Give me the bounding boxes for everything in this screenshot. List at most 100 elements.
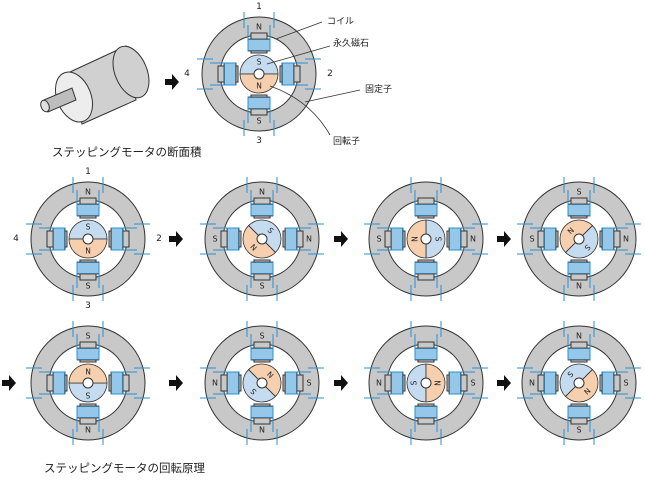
pole-letter-top: N <box>256 23 262 32</box>
coil-body <box>250 347 274 361</box>
rotor-letter-s: S <box>266 226 276 236</box>
pole-letter-top: N <box>576 332 582 341</box>
rotor-shaft <box>573 377 585 389</box>
coil-body <box>76 405 100 419</box>
coil-body <box>247 38 271 52</box>
pole-letter-right: S <box>470 379 475 388</box>
stator-pole-right <box>446 223 488 255</box>
coil-body <box>250 405 274 419</box>
coil-body <box>284 371 298 395</box>
pole-number-2: 2 <box>156 234 162 244</box>
pole-letter-top: S <box>259 332 264 341</box>
pole-letter-bottom: N <box>85 426 91 435</box>
stator-pole-bottom <box>246 403 278 445</box>
pole-number-1: 1 <box>85 167 91 177</box>
stator-pole-top <box>246 321 278 363</box>
rotor-shaft <box>573 233 585 245</box>
coil-body <box>543 371 557 395</box>
pole-letter-right: N <box>623 235 629 244</box>
stator-pole-top <box>72 177 104 219</box>
rotor-letter-s: S <box>248 386 258 396</box>
rotor-south-half <box>239 54 279 75</box>
pole-number-4: 4 <box>13 234 19 244</box>
coil-body <box>567 347 591 361</box>
rotor-letter-n: N <box>265 369 275 379</box>
rotor-shaft <box>420 233 432 245</box>
stator-pole-left <box>26 367 68 399</box>
rotor-north-half <box>425 363 446 403</box>
rotation-principle-caption: ステッピングモータの回転原理 <box>44 461 205 475</box>
coil-body <box>110 227 124 251</box>
pole-letter-left: S <box>212 235 217 244</box>
coil-body <box>414 405 438 419</box>
coil-body <box>567 203 591 217</box>
rotor: SN <box>406 219 446 259</box>
stator-pole-top <box>563 177 595 219</box>
rotor-north-half <box>68 363 108 384</box>
coil-body <box>414 261 438 275</box>
pole-letter-top: N <box>85 188 91 197</box>
coil-body <box>226 371 240 395</box>
step-arrow <box>169 375 183 391</box>
rotor-letter-n: N <box>85 367 91 376</box>
coil-body <box>76 203 100 217</box>
stator-pole-right <box>282 223 324 255</box>
pole-number-3: 3 <box>256 136 262 146</box>
coil-body <box>567 261 591 275</box>
pole-number-1: 1 <box>256 2 262 12</box>
stator-pole-left <box>200 367 242 399</box>
rotor-letter-n: N <box>582 386 592 396</box>
rotor-letter-s: S <box>566 369 576 379</box>
pole-letter-right: S <box>306 379 311 388</box>
label-permanent-magnet: 永久磁石 <box>333 37 369 49</box>
coil-body <box>281 62 295 86</box>
pole-letter-left: N <box>376 379 382 388</box>
coil-body <box>76 347 100 361</box>
rotor-letter-s: S <box>86 223 91 232</box>
stator-pole-right <box>108 367 150 399</box>
stator-pole-right <box>108 223 150 255</box>
step-arrow <box>2 375 16 391</box>
leader-coil <box>275 21 323 40</box>
rotor: SN <box>239 54 279 94</box>
rotor-shaft <box>82 377 94 389</box>
coil-body <box>284 227 298 251</box>
coil-body <box>390 371 404 395</box>
stator-pole-right <box>446 367 488 399</box>
rotor-letter-n: N <box>248 242 258 252</box>
main-arrow <box>165 74 179 90</box>
rotor-letter-s: S <box>85 391 90 400</box>
stator-pole-top <box>243 12 275 54</box>
rotor-north-half <box>406 219 427 259</box>
stator-pole-left <box>364 223 406 255</box>
coil-body <box>601 227 615 251</box>
stator-pole-top <box>410 177 442 219</box>
rotor: SN <box>68 219 108 259</box>
pole-letter-left: S <box>529 235 534 244</box>
leader-stator <box>304 89 361 103</box>
stator-pole-bottom <box>243 94 275 136</box>
coil-body <box>52 227 66 251</box>
rotor-south-half <box>68 382 108 403</box>
stator-pole-right <box>599 367 641 399</box>
pole-number-4: 4 <box>184 69 190 79</box>
pole-letter-bottom: S <box>576 426 581 435</box>
coil-body <box>250 261 274 275</box>
coil-body <box>223 62 237 86</box>
rotor-letter-s: S <box>410 380 419 385</box>
coil-body <box>448 227 462 251</box>
stator-pole-right <box>282 367 324 399</box>
coil-body <box>247 96 271 110</box>
cross-section-caption: ステッピングモータの断面積 <box>52 145 202 159</box>
rotor-letter-s: S <box>582 243 592 253</box>
stator-pole-bottom <box>563 403 595 445</box>
pole-letter-left: N <box>529 379 535 388</box>
coil-body <box>52 371 66 395</box>
stator-pole-left <box>26 223 68 255</box>
